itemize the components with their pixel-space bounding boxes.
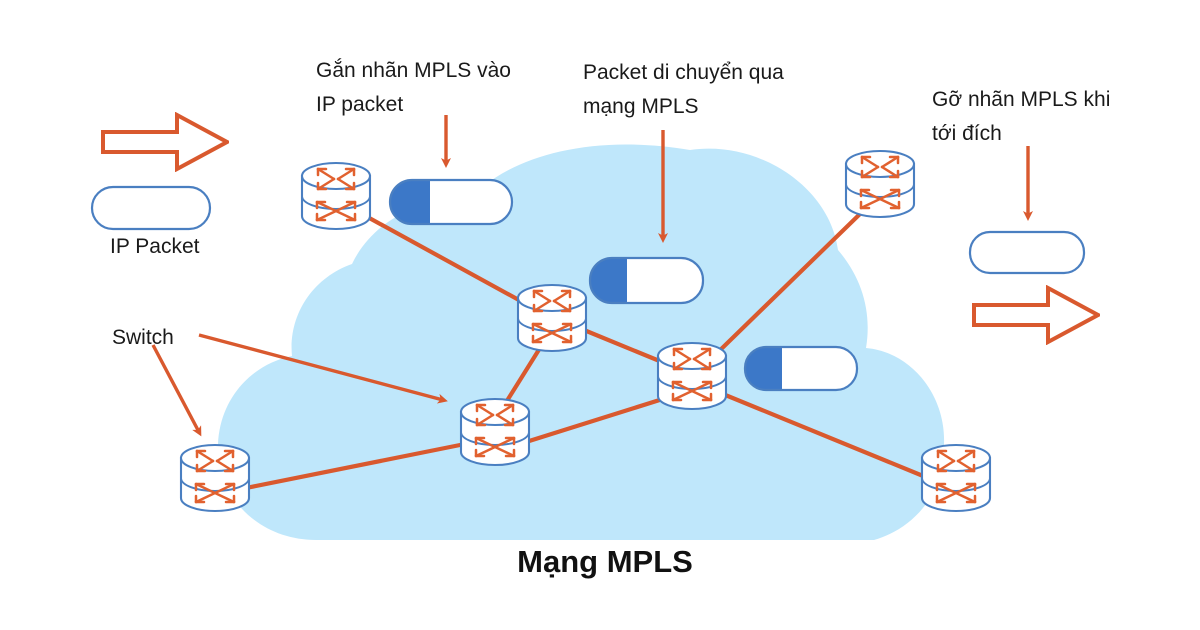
network-links: [243, 209, 931, 491]
switch-node-egress[interactable]: [844, 149, 916, 219]
annotation-transit-line2: mạng MPLS: [583, 95, 699, 118]
annotation-arrow-switch-to-node: [151, 344, 202, 437]
annotation-transit-label: Packet di chuyển qua mạng MPLS: [583, 61, 784, 118]
switch-node-cloud-top[interactable]: [516, 283, 588, 353]
switch-caption: Switch: [112, 326, 174, 349]
annotation-ingress-label: Gắn nhãn MPLS vào IP packet: [316, 59, 511, 116]
switch-node-cloud-left[interactable]: [459, 397, 531, 467]
packet-outline: [588, 256, 705, 305]
packet-labeled-right: [743, 345, 859, 392]
packet-labeled-mid: [588, 256, 705, 305]
packet-outline: [388, 178, 514, 226]
link-cloudleft-bottomleft: [243, 441, 468, 491]
flow-arrow-in-icon: [101, 113, 229, 171]
link-cloudcenter-bottomright: [715, 389, 931, 481]
ip-packet-caption: IP Packet: [110, 235, 200, 258]
annotation-arrows: [151, 115, 1033, 437]
packet-outline: [743, 345, 859, 392]
packet-labeled-left: [388, 178, 514, 226]
switch-node-ingress[interactable]: [300, 161, 372, 231]
packet-plain-left: [90, 185, 212, 231]
link-cloudleft-cloudcenter: [523, 395, 669, 445]
switch-node-cloud-center[interactable]: [656, 341, 728, 411]
annotation-egress-line2: tới đích: [932, 122, 1002, 145]
packet-body: [90, 185, 212, 231]
link-ingress-cloudtop: [359, 211, 531, 308]
packet-plain-right: [968, 230, 1086, 275]
annotation-egress-line1: Gỡ nhãn MPLS khi: [932, 88, 1110, 111]
cloud-title: Mạng MPLS: [517, 544, 693, 579]
packet-body: [968, 230, 1086, 275]
annotation-arrow-switch-to-cloud: [198, 333, 448, 404]
flow-arrow-out-icon: [972, 286, 1100, 344]
switch-node-bottom-left[interactable]: [179, 443, 251, 513]
annotation-ingress-line1: Gắn nhãn MPLS vào: [316, 59, 511, 82]
link-cloudtop-cloudcenter: [581, 327, 665, 365]
annotation-ingress-line2: IP packet: [316, 93, 403, 116]
link-cloudtop-cloudleft: [502, 345, 543, 407]
switch-node-bottom-right[interactable]: [920, 443, 992, 513]
annotation-transit-line1: Packet di chuyển qua: [583, 61, 784, 84]
annotation-egress-label: Gỡ nhãn MPLS khi tới đích: [932, 88, 1110, 145]
link-cloudcenter-egress: [709, 209, 865, 361]
